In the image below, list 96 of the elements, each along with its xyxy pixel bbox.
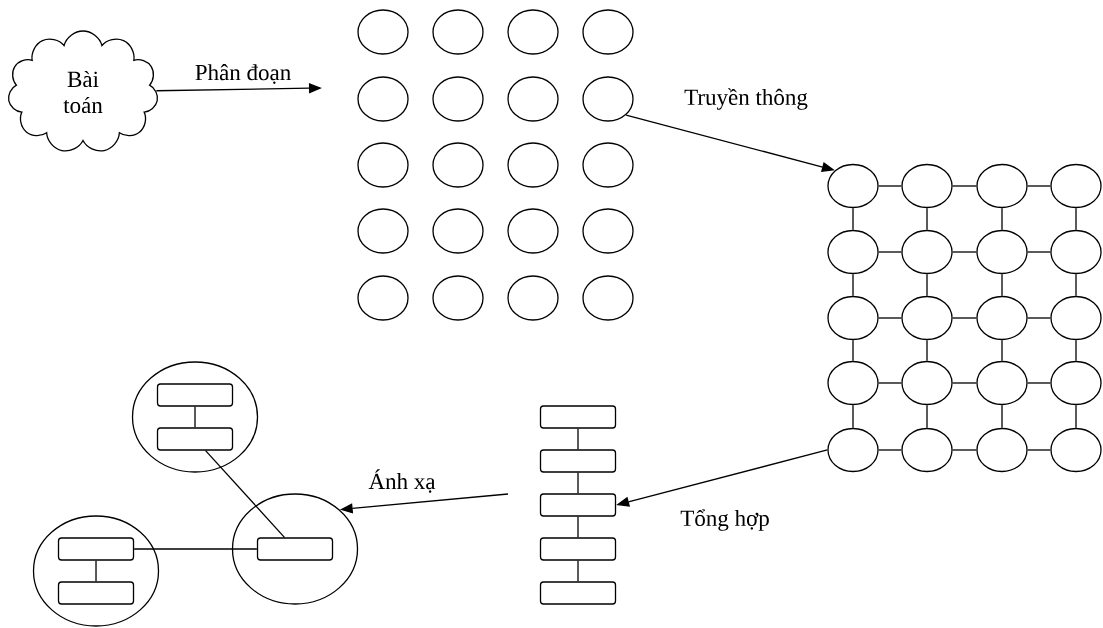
connector-line	[204, 450, 286, 538]
circle	[357, 76, 409, 122]
circle	[507, 142, 559, 188]
circle	[432, 76, 484, 122]
rounded-rectangle	[539, 449, 617, 473]
circle	[901, 229, 953, 275]
circle	[507, 208, 559, 254]
circle	[582, 76, 634, 122]
circle	[976, 229, 1028, 275]
circle	[432, 208, 484, 254]
connector-line	[194, 406, 196, 428]
connector-line	[133, 548, 258, 550]
circle	[1050, 360, 1102, 406]
circle	[357, 142, 409, 188]
circle	[507, 9, 559, 55]
circle	[582, 142, 634, 188]
circle	[32, 515, 160, 627]
circle	[827, 295, 879, 341]
rounded-rectangle	[156, 427, 234, 451]
circle	[432, 9, 484, 55]
connector-line	[926, 273, 928, 297]
rounded-rectangle	[57, 581, 135, 605]
connector-line	[577, 516, 579, 538]
connector-line	[1075, 404, 1077, 429]
rounded-rectangle	[256, 537, 334, 561]
rounded-rectangle	[156, 383, 234, 407]
connector-line	[1075, 207, 1077, 231]
connector-line	[1001, 404, 1003, 429]
circle	[357, 9, 409, 55]
connector-line	[1001, 207, 1003, 231]
circle	[1050, 229, 1102, 275]
circle	[231, 493, 359, 605]
connector-line	[878, 382, 902, 384]
circle	[1050, 163, 1102, 209]
circle	[827, 163, 879, 209]
connector-line	[1027, 382, 1051, 384]
circle	[432, 142, 484, 188]
connector-line	[878, 251, 902, 253]
circle	[1050, 295, 1102, 341]
circle	[432, 275, 484, 321]
connector-line	[852, 404, 854, 429]
circle	[901, 295, 953, 341]
circle	[827, 360, 879, 406]
connector-line	[1001, 273, 1003, 297]
connector-line	[852, 339, 854, 362]
circle	[582, 9, 634, 55]
circle	[976, 427, 1028, 473]
circle	[976, 360, 1028, 406]
connector-line	[577, 472, 579, 494]
connector-line	[952, 449, 977, 451]
edge-label: Tổng hợp	[679, 508, 771, 532]
connector-line	[1075, 273, 1077, 297]
circle	[507, 275, 559, 321]
connector-line	[852, 207, 854, 231]
connector-line	[1027, 317, 1051, 319]
circle	[827, 229, 879, 275]
rounded-rectangle	[539, 537, 617, 561]
circle	[976, 295, 1028, 341]
connector-line	[926, 339, 928, 362]
connector-line	[1027, 449, 1051, 451]
rounded-rectangle	[539, 405, 617, 429]
circle	[582, 275, 634, 321]
circle	[901, 427, 953, 473]
rounded-rectangle	[57, 537, 135, 561]
circle	[507, 76, 559, 122]
edge-label: Ánh xạ	[367, 468, 437, 494]
circle	[357, 275, 409, 321]
connector-line	[952, 317, 977, 319]
connector-line	[95, 560, 97, 582]
circle	[1050, 427, 1102, 473]
circle	[582, 208, 634, 254]
connector-line	[1027, 185, 1051, 187]
circle	[357, 208, 409, 254]
connector-line	[952, 251, 977, 253]
connector-line	[1001, 339, 1003, 362]
circle	[131, 361, 259, 473]
connector-line	[878, 185, 902, 187]
connector-line	[926, 207, 928, 231]
circle	[827, 427, 879, 473]
rounded-rectangle	[539, 493, 617, 517]
connector-line	[1075, 339, 1077, 362]
connector-line	[952, 185, 977, 187]
rounded-rectangle	[539, 581, 617, 605]
connector-line	[577, 428, 579, 450]
circle	[901, 163, 953, 209]
circle	[976, 163, 1028, 209]
connector-line	[952, 382, 977, 384]
connector-line	[1027, 251, 1051, 253]
connector-line	[878, 449, 902, 451]
connector-line	[926, 404, 928, 429]
connector-line	[878, 317, 902, 319]
circle	[901, 360, 953, 406]
edge-label: Phân đoạn	[193, 63, 293, 85]
edge-label: Truyền thông	[683, 87, 809, 111]
connector-line	[852, 273, 854, 297]
connector-line	[577, 560, 579, 582]
